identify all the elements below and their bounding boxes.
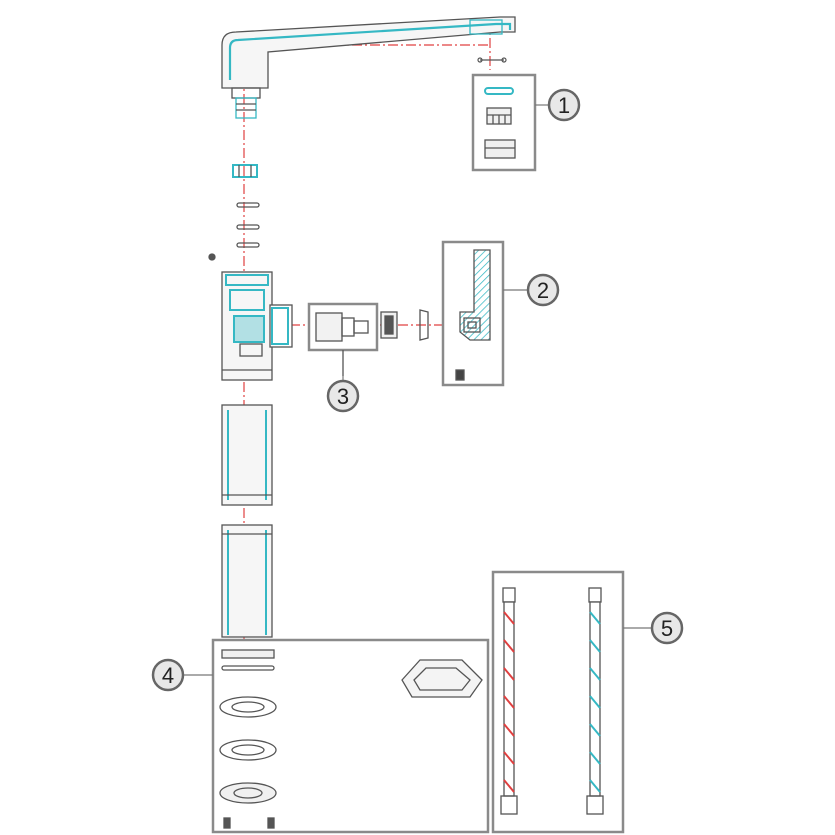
callout-4-label: 4 [162,663,174,688]
base-sleeve [221,404,273,638]
callout-1-label: 1 [558,93,570,118]
handle-group [441,240,505,387]
stem-rings [208,164,260,261]
callout-3: 3 [326,379,360,413]
callout-5: 5 [650,611,684,645]
callout-4: 4 [151,658,185,692]
callout-3-label: 3 [337,384,349,409]
hoses-group [491,570,625,834]
cartridge-nut [380,309,429,341]
callout-leaders [183,104,651,676]
mounting-kit-group [211,638,490,834]
callout-2: 2 [526,273,560,307]
valve-body [221,271,293,381]
callout-2-label: 2 [537,278,549,303]
callout-1: 1 [547,88,581,122]
aerator-group [471,73,537,172]
spout-pin [477,57,507,63]
spout [221,16,516,119]
callout-5-label: 5 [661,616,673,641]
cartridge-group [307,302,379,376]
